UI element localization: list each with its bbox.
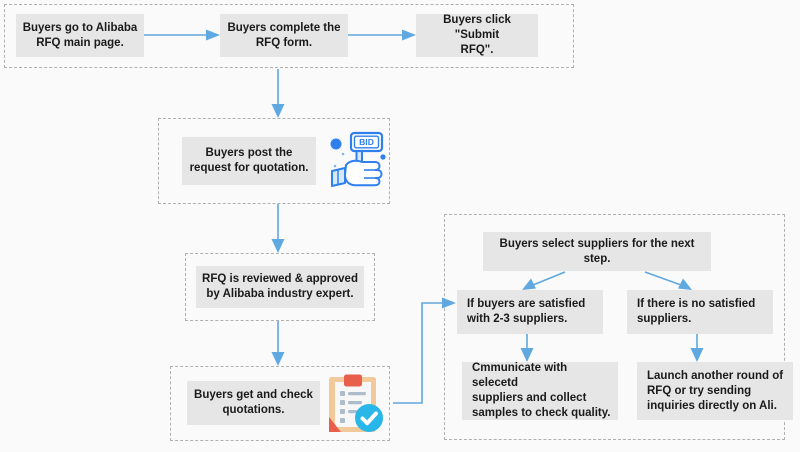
bid-hand-fist: [343, 159, 383, 187]
clipboard-bullet-3: [340, 409, 345, 414]
clipboard-check-mark: [360, 411, 378, 426]
node-action-yes[interactable]: Cmmunicate with selecetd suppliers and c…: [462, 362, 618, 420]
connector-group3-group4: [271, 321, 285, 366]
clipboard-folded-corner: [329, 417, 341, 432]
group-supplier-selection: [444, 214, 785, 440]
node-step7[interactable]: Buyers select suppliers for the next ste…: [483, 232, 711, 271]
bid-paddle-label: BID: [359, 137, 374, 147]
clipboard-bullet-1: [340, 391, 345, 396]
bid-dot-tiny-2: [333, 164, 337, 168]
bid-paddle-head-inner: [353, 135, 380, 149]
node-step3[interactable]: Buyers click "Submit RFQ".: [416, 14, 538, 57]
clipboard-line-1: [348, 392, 366, 396]
clipboard-line-3: [348, 410, 358, 414]
bid-dot-tiny-1: [341, 152, 345, 156]
connector-group2-group3: [271, 204, 285, 253]
group-review-approved: [185, 253, 375, 321]
clipboard-clip: [344, 374, 362, 387]
node-step5[interactable]: RFQ is reviewed & approved by Alibaba in…: [196, 266, 364, 308]
clipboard-check-icon: [324, 373, 386, 435]
group-check-quotations: [170, 366, 390, 441]
connector-group1-group2: [271, 69, 285, 118]
node-branch-no[interactable]: If there is no satisfied suppliers.: [627, 290, 773, 334]
bid-dot-large: [330, 138, 342, 150]
clipboard-bullet-4: [340, 418, 345, 423]
node-step6[interactable]: Buyers get and check quotations.: [187, 381, 320, 425]
node-branch-yes[interactable]: If buyers are satisfied with 2-3 supplie…: [457, 290, 603, 334]
node-step2[interactable]: Buyers complete the RFQ form.: [220, 14, 348, 57]
clipboard-line-2: [348, 401, 362, 405]
bid-paddle-icon: BID: [326, 127, 392, 193]
clipboard-check-badge: [355, 404, 383, 432]
group-post-quotation: [158, 118, 390, 204]
clipboard-bullet-2: [340, 400, 345, 405]
node-step1[interactable]: Buyers go to Alibaba RFQ main page.: [16, 14, 144, 57]
node-step4[interactable]: Buyers post the request for quotation.: [182, 137, 316, 185]
group-submit-rfq: [4, 4, 574, 68]
bid-dot-small: [380, 154, 386, 160]
node-action-no[interactable]: Launch another round of RFQ or try sendi…: [637, 362, 793, 420]
